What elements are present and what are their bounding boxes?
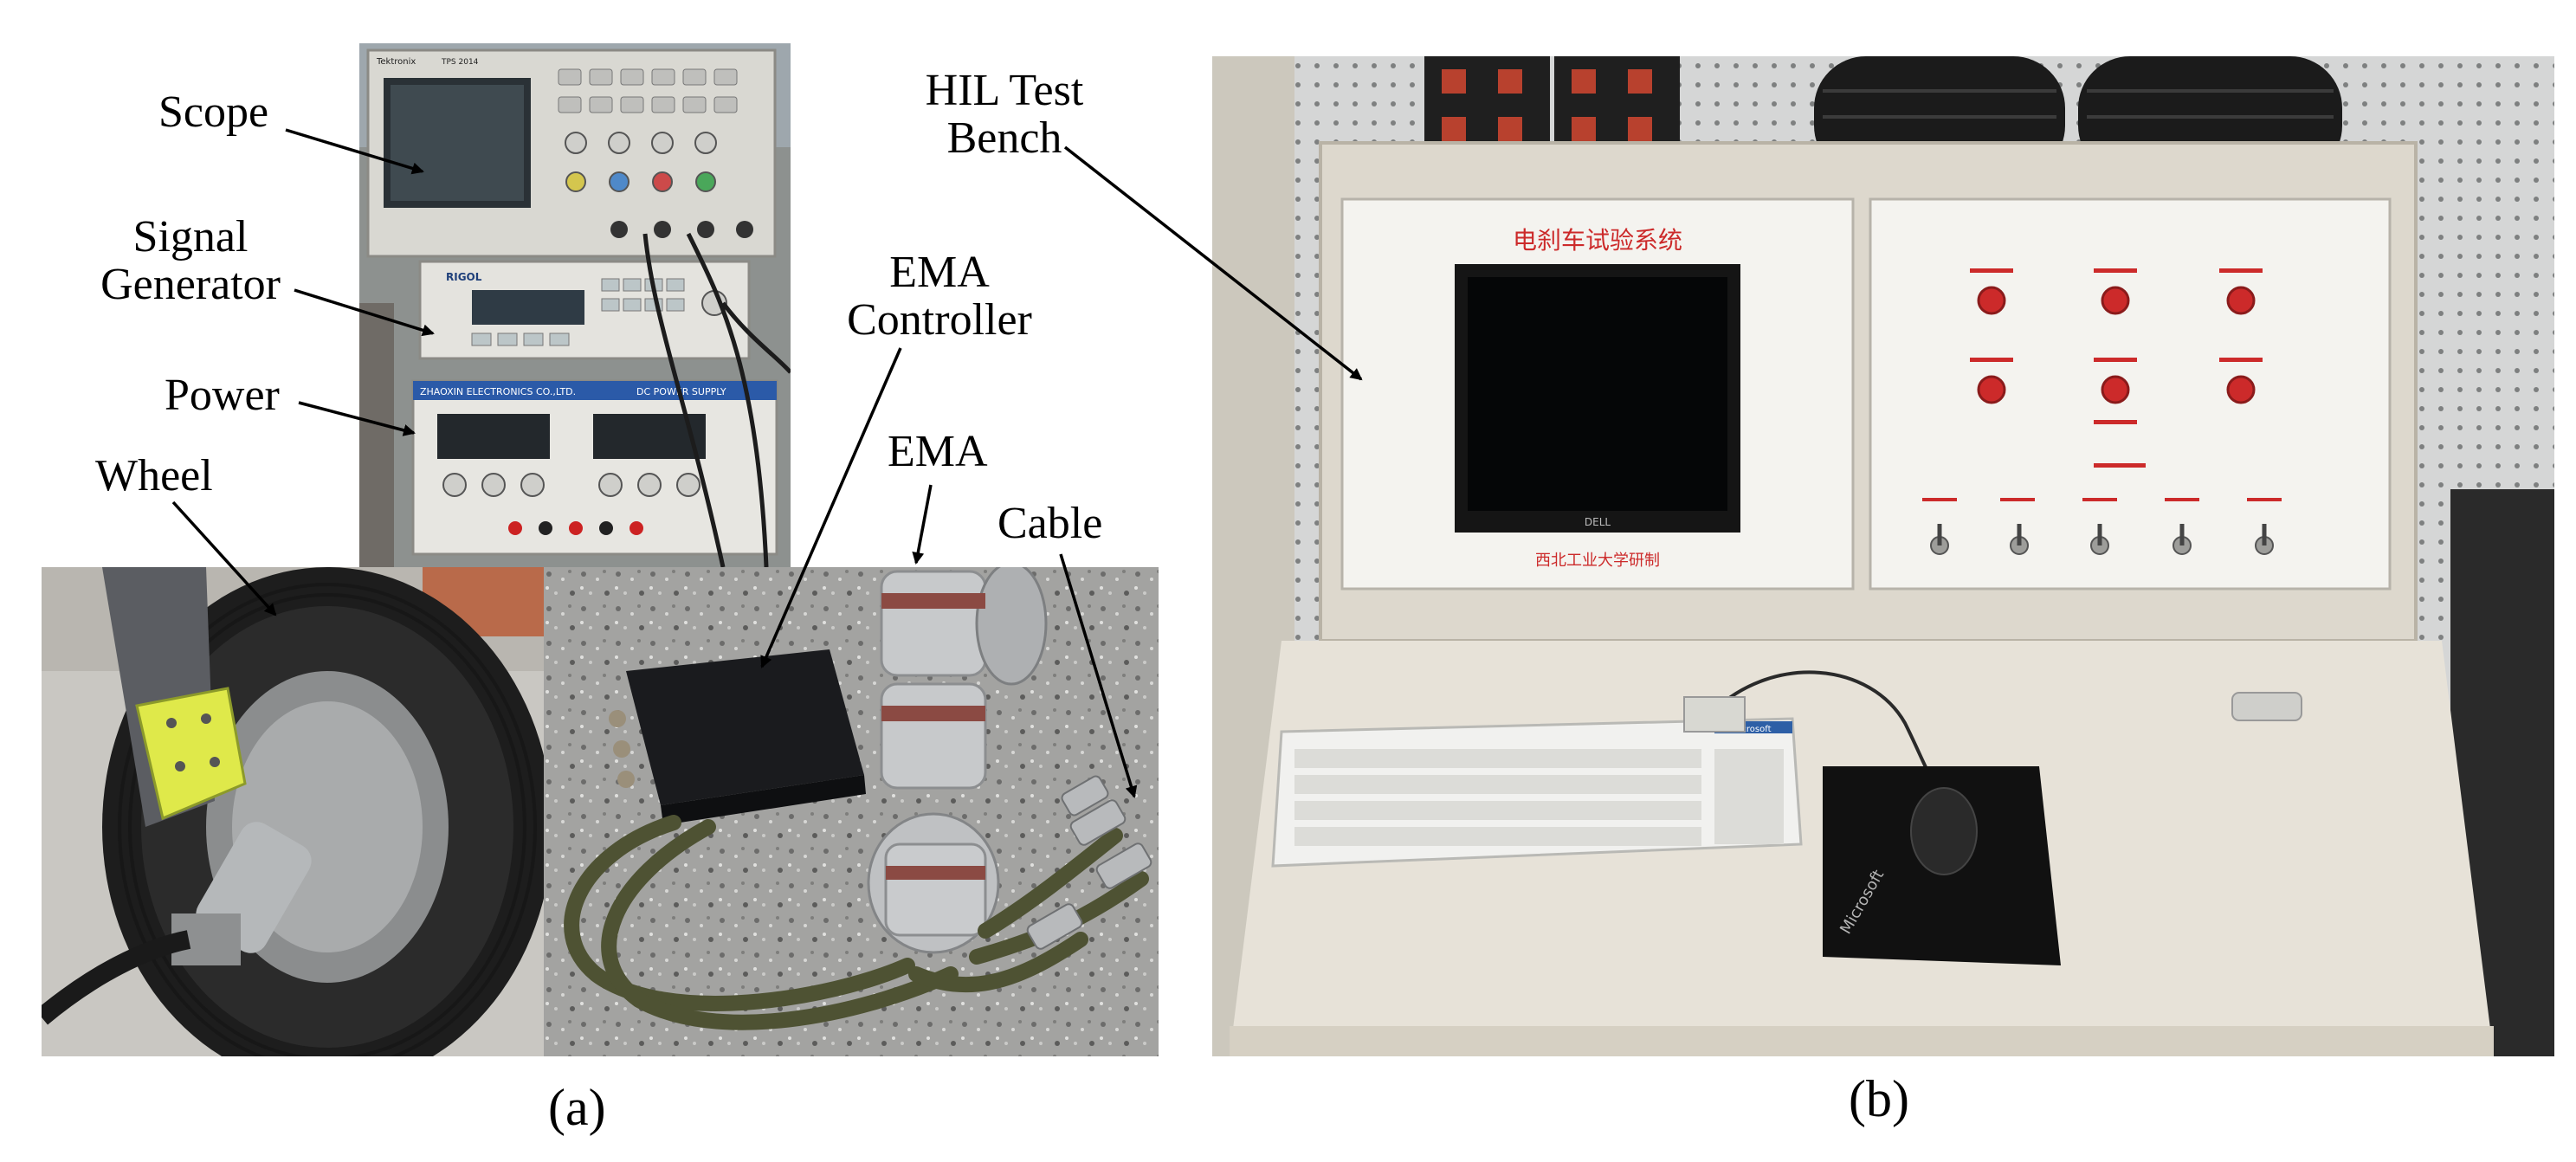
label-signal-generator-line1: Signal bbox=[132, 212, 249, 261]
label-hil-test-bench: HIL Test Bench bbox=[875, 66, 1134, 163]
caption-panel-a: (a) bbox=[548, 1079, 606, 1136]
label-signal-generator: Signal Generator bbox=[87, 212, 294, 309]
generator-brand: RIGOL bbox=[446, 271, 482, 283]
monitor-brand: DELL bbox=[1585, 516, 1611, 528]
label-wheel: Wheel bbox=[95, 451, 213, 500]
hil-bench-photo: 电刹车试验系统 西北工业大学研制 DELL bbox=[1212, 56, 2554, 1056]
label-cable: Cable bbox=[997, 499, 1103, 548]
label-ema-controller-line1: EMA bbox=[889, 248, 990, 297]
power-brand: ZHAOXIN ELECTRONICS CO.,LTD. bbox=[420, 386, 576, 397]
label-scope: Scope bbox=[158, 87, 269, 137]
label-hil-test-bench-line2: Bench bbox=[946, 113, 1062, 163]
scope-brand: Tektronix bbox=[376, 57, 416, 67]
panel-footer: 西北工业大学研制 bbox=[1535, 552, 1660, 570]
label-ema-controller-line2: Controller bbox=[847, 294, 1032, 345]
panel-title: 电刹车试验系统 bbox=[1513, 226, 1682, 255]
wheel-photo bbox=[42, 567, 544, 1056]
label-hil-test-bench-line1: HIL Test bbox=[925, 66, 1084, 115]
instruments-photo: Tektronix TPS 2014 RIGOL bbox=[359, 43, 791, 567]
label-signal-generator-line2: Generator bbox=[100, 259, 281, 309]
arrow-ema bbox=[912, 484, 933, 565]
label-ema: EMA bbox=[888, 427, 988, 476]
label-ema-controller: EMA Controller bbox=[818, 249, 1061, 344]
caption-panel-b: (b) bbox=[1849, 1070, 1909, 1127]
keyboard-brand: Microsoft bbox=[1732, 725, 1772, 734]
scope-model: TPS 2014 bbox=[441, 58, 479, 67]
ema-photo bbox=[544, 567, 1159, 1056]
label-power: Power bbox=[165, 371, 280, 420]
